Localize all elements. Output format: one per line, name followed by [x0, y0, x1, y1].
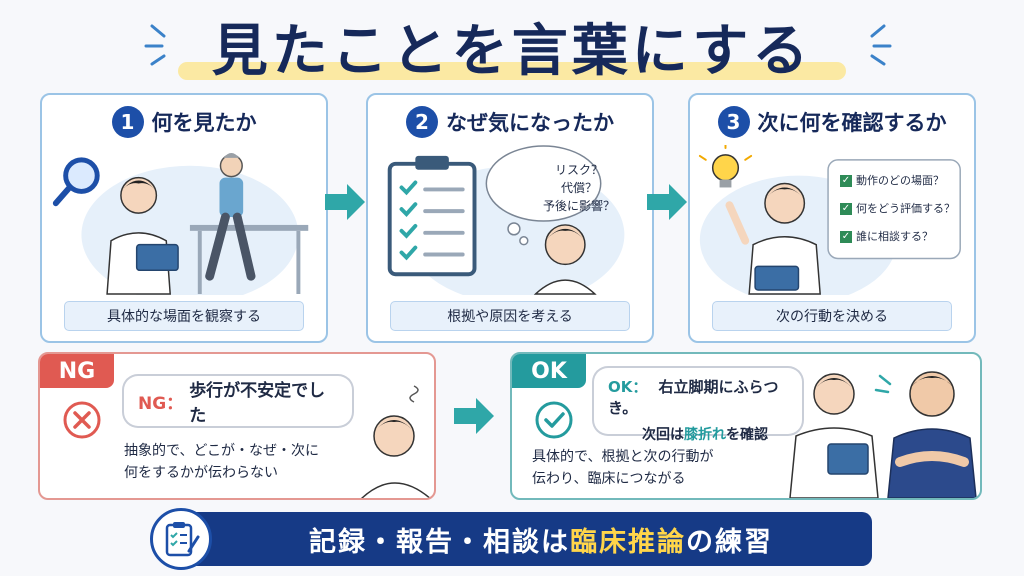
report-icon [150, 508, 212, 570]
title-highlight [178, 62, 846, 80]
lightbulb-icon [698, 141, 753, 188]
thought-item: 予後に影響？ [542, 199, 615, 213]
checklist-item: ✓ 動作のどの場面？ [840, 174, 944, 187]
check-icon [534, 400, 574, 440]
sparkle-right-icon [838, 12, 898, 72]
step-caption: 具体的な場面を観察する [64, 301, 304, 331]
ok-label: OK： [608, 378, 648, 396]
title-area: 見たことを言葉にする [0, 4, 1024, 84]
ok-tag: OK [512, 354, 586, 388]
banner-text-1: 記録・報告・相談は [309, 526, 570, 558]
checkbox-icon: ✓ [840, 203, 852, 215]
step-header: 2 なぜ気になったか [368, 105, 652, 139]
checkbox-icon: ✓ [840, 175, 852, 187]
step-card-3: 3 次に何を確認するか ✓ 動 [688, 93, 976, 343]
arrow-right-icon [323, 180, 367, 224]
arrow-right-icon [452, 394, 496, 438]
ok-next-action: 次回は膝折れを確認 [642, 427, 768, 443]
step-caption: 根拠や原因を考える [390, 301, 630, 331]
ng-statement: 歩行が不安定でした [189, 381, 326, 426]
thought-bubble: リスク？ 代償？ 予後に影響？ [524, 161, 634, 215]
ok-speech-bubble: OK： 右立脚期にふらつき。 次回は膝折れを確認 [594, 368, 802, 443]
ok-statement: 右立脚期にふらつき。 [608, 378, 779, 417]
checklist-item: ✓ 誰に相談する？ [840, 230, 933, 243]
next-action-illustration [690, 141, 974, 304]
page-title: 見たことを言葉にする [211, 19, 813, 84]
step-card-2: 2 なぜ気になったか [366, 93, 654, 343]
sparkle-left-icon [138, 12, 198, 72]
step-caption: 次の行動を決める [712, 301, 952, 331]
thought-item: リスク？ [554, 163, 603, 177]
reasoning-illustration [368, 145, 652, 304]
step-number: 2 [406, 106, 438, 138]
banner-highlight: 臨床推論 [570, 526, 686, 558]
step-card-1: 1 何を見たか 具体的な場面を観察する [40, 93, 328, 343]
thought-item: 代償？ [560, 181, 597, 195]
banner-text-2: の練習 [686, 526, 773, 558]
ok-description: 具体的で、根拠と次の行動が 伝わり、臨床につながる [532, 449, 714, 487]
step-title: なぜ気になったか [446, 111, 614, 135]
cross-icon [62, 400, 102, 440]
ng-description: 抽象的で、どこが・なぜ・次に 何をするかが伝わらない [124, 443, 320, 481]
confused-person-illustration [358, 382, 434, 498]
ng-panel: NG NG： 歩行が不安定でした 抽象的で、どこが・なぜ・次に 何をするかが伝わ… [38, 352, 436, 500]
observation-illustration [42, 145, 326, 304]
ok-panel: OK OK： 右立脚期にふらつき。 次回は膝折れを確認 具体的で、根拠と次の行動… [510, 352, 982, 500]
therapists-illustration [784, 358, 980, 498]
checkbox-icon: ✓ [840, 231, 852, 243]
checklist: ✓ 動作のどの場面？ ✓ 何をどう評価する？ ✓ 誰に相談する？ [840, 167, 964, 251]
step-number: 1 [111, 106, 144, 138]
step-title: 何を見たか [151, 111, 257, 135]
step-header: 3 次に何を確認するか [690, 105, 974, 139]
clipboard-icon [387, 155, 477, 277]
ng-label: NG： [138, 393, 184, 414]
step-number: 3 [717, 106, 750, 138]
magnifier-icon [52, 157, 100, 207]
step-header: 1 何を見たか [42, 105, 326, 139]
summary-banner: 記録・報告・相談は 臨床推論 の練習 [180, 512, 872, 566]
arrow-right-icon [645, 180, 689, 224]
step-title: 次に何を確認するか [757, 111, 947, 135]
ng-tag: NG [40, 354, 114, 388]
checklist-item: ✓ 何をどう評価する？ [840, 202, 955, 215]
ng-speech-bubble: NG： 歩行が不安定でした [124, 376, 352, 426]
